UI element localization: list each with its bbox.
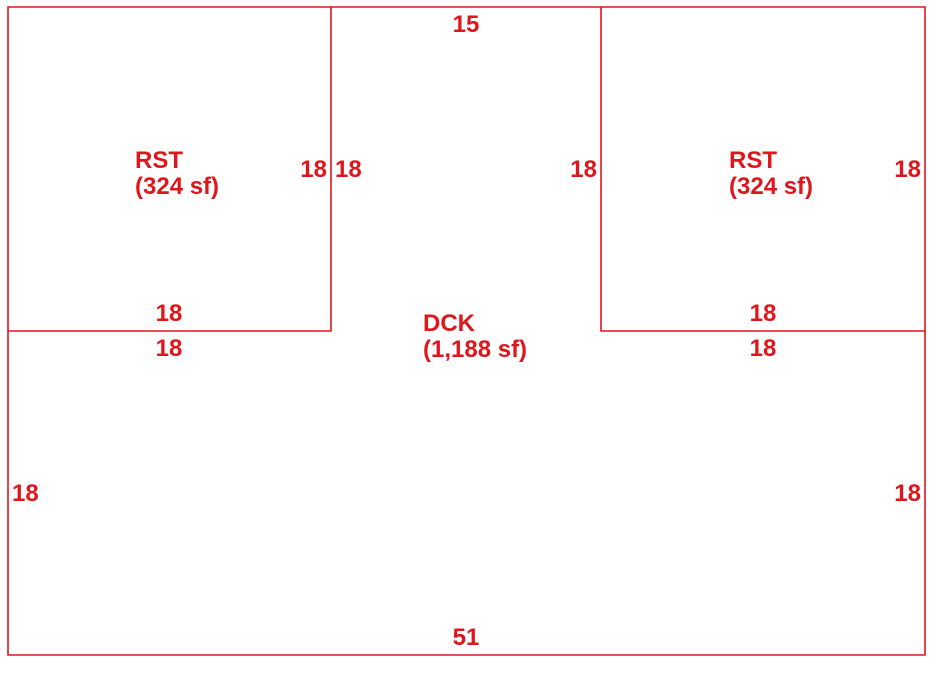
dimension-top-gap: 15 — [453, 11, 480, 38]
dimension-deck-right-inner-side: 18 — [570, 156, 597, 183]
dimension-labels: 15 18 18 18 18 18 18 18 18 18 18 51 — [12, 11, 921, 651]
right-room-name: RST — [729, 147, 777, 174]
deck-area: (1,188 sf) — [423, 336, 527, 363]
dimension-right-room-right-side: 18 — [894, 156, 921, 183]
dimension-deck-left-inner-side: 18 — [335, 156, 362, 183]
right-room-area: (324 sf) — [729, 173, 813, 200]
dimension-left-room-bottom: 18 — [156, 300, 183, 327]
dimension-deck-right-side: 18 — [894, 480, 921, 507]
dimension-bottom: 51 — [453, 624, 480, 651]
deck-name: DCK — [423, 310, 476, 337]
area-labels: RST (324 sf) RST (324 sf) DCK (1,188 sf) — [135, 147, 813, 363]
dimension-left-room-right-side: 18 — [300, 156, 327, 183]
sketch-outline — [7, 6, 926, 656]
left-room-name: RST — [135, 147, 183, 174]
left-room-area: (324 sf) — [135, 173, 219, 200]
dimension-deck-left-room-edge: 18 — [156, 335, 183, 362]
deck-lower-outline — [7, 331, 926, 656]
dimension-deck-left-side: 18 — [12, 480, 39, 507]
dimension-right-room-bottom: 18 — [750, 300, 777, 327]
dimension-deck-right-room-edge: 18 — [750, 335, 777, 362]
